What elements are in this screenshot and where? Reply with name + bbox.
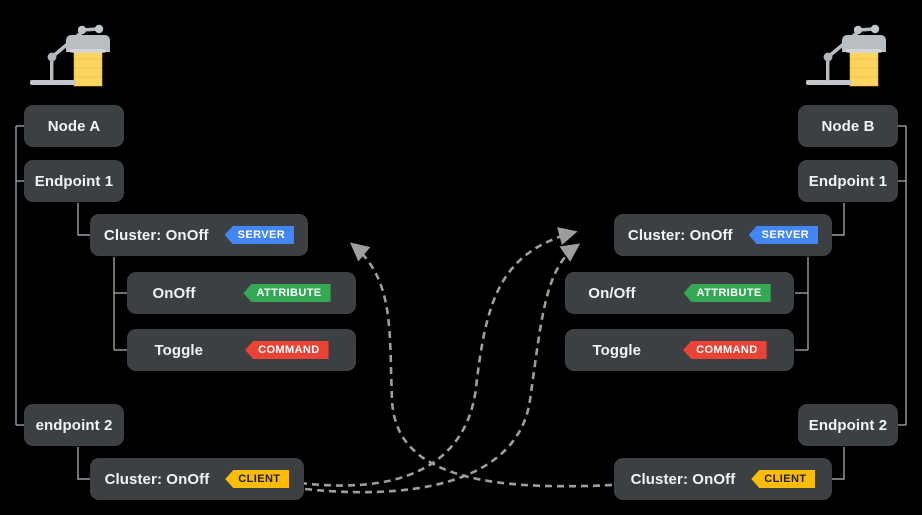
endpoint-2-label-right: Endpoint 2 (808, 416, 888, 434)
attribute-badge-right: ATTRIBUTE (683, 284, 771, 302)
cluster-onoff-client-label-right: Cluster: OnOff (630, 470, 736, 488)
node-b-label: Node B (821, 117, 875, 135)
attribute-name-left: OnOff (152, 284, 196, 302)
command-badge-right: COMMAND (683, 341, 767, 359)
server-badge-left: SERVER (224, 226, 295, 244)
desk-lamp-icon-left (24, 8, 120, 96)
attribute-name-right: On/Off (588, 284, 636, 302)
endpoint-1-box-right[interactable]: Endpoint 1 (798, 160, 898, 202)
attribute-row-right[interactable]: On/Off ATTRIBUTE (565, 272, 794, 314)
command-name-left: Toggle (154, 341, 204, 359)
command-row-left[interactable]: Toggle COMMAND (127, 329, 356, 371)
node-b-box[interactable]: Node B (798, 105, 898, 147)
attribute-row-left[interactable]: OnOff ATTRIBUTE (127, 272, 356, 314)
cluster-onoff-client-box-right[interactable]: Cluster: OnOff CLIENT (614, 458, 832, 500)
command-row-right[interactable]: Toggle COMMAND (565, 329, 794, 371)
cluster-onoff-server-label-left: Cluster: OnOff (103, 226, 209, 244)
endpoint-1-label-right: Endpoint 1 (808, 172, 888, 190)
command-badge-left: COMMAND (245, 341, 329, 359)
command-name-right: Toggle (592, 341, 642, 359)
client-badge-right: CLIENT (751, 470, 816, 488)
client-badge-left: CLIENT (225, 470, 290, 488)
cluster-onoff-server-box-left[interactable]: Cluster: OnOff SERVER (90, 214, 308, 256)
endpoint-1-box-left[interactable]: Endpoint 1 (24, 160, 124, 202)
endpoint-1-label-left: Endpoint 1 (34, 172, 114, 190)
node-a-box[interactable]: Node A (24, 105, 124, 147)
endpoint-2-box-left[interactable]: endpoint 2 (24, 404, 124, 446)
cluster-onoff-client-box-left[interactable]: Cluster: OnOff CLIENT (90, 458, 304, 500)
cluster-onoff-server-box-right[interactable]: Cluster: OnOff SERVER (614, 214, 832, 256)
endpoint-2-box-right[interactable]: Endpoint 2 (798, 404, 898, 446)
node-a-label: Node A (47, 117, 101, 135)
cluster-onoff-client-label-left: Cluster: OnOff (104, 470, 210, 488)
server-badge-right: SERVER (748, 226, 819, 244)
attribute-badge-left: ATTRIBUTE (243, 284, 331, 302)
cluster-onoff-server-label-right: Cluster: OnOff (627, 226, 733, 244)
desk-lamp-icon-right (800, 8, 896, 96)
endpoint-2-label-left: endpoint 2 (35, 416, 113, 434)
